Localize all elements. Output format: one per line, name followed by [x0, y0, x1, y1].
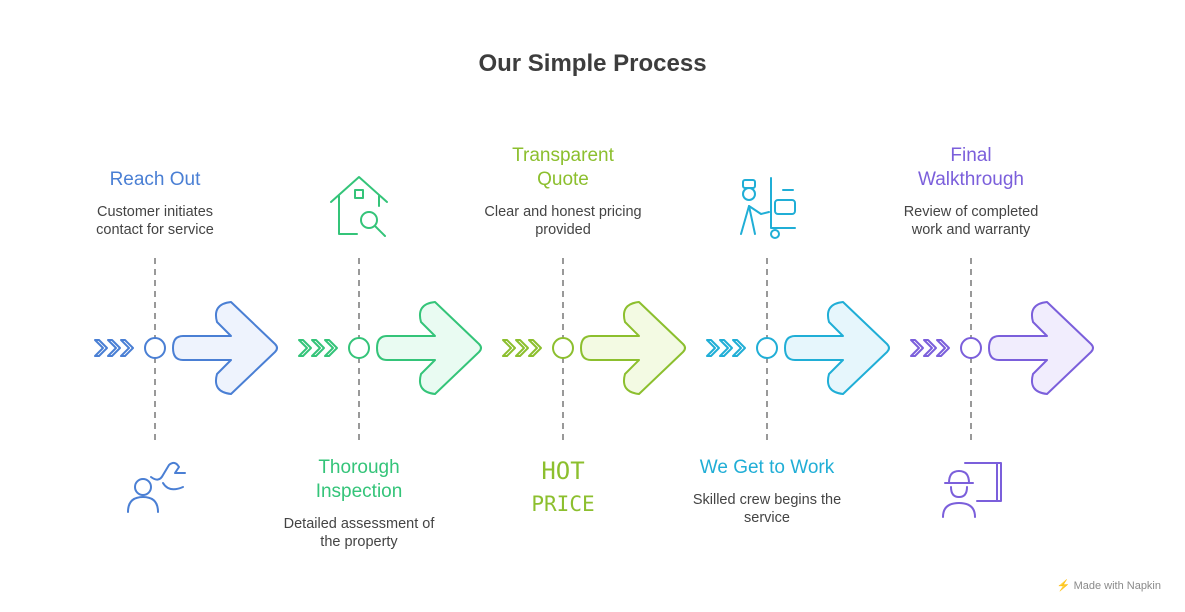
step-title: Thorough Inspection	[315, 457, 403, 502]
chevron-icon	[706, 339, 720, 357]
watermark-text: Made with Napkin	[1073, 580, 1161, 592]
step-description: Skilled crew begins the service	[692, 492, 842, 526]
chevron-icon	[94, 339, 108, 357]
chevron-icon	[923, 339, 937, 357]
chevron-icon	[910, 339, 924, 357]
arrow-icon	[172, 301, 278, 395]
chevron-icon	[311, 339, 325, 357]
arrow-icon	[580, 301, 686, 395]
hot-price-icon: HOT PRICE	[531, 457, 594, 516]
hot-text: HOT	[541, 457, 584, 485]
arrow-icon	[784, 301, 890, 395]
process-step	[502, 258, 686, 443]
arrow-icon	[376, 301, 482, 395]
chevron-icon	[936, 339, 950, 357]
step-node	[552, 337, 574, 359]
chevron-icon	[719, 339, 733, 357]
chevron-icon	[515, 339, 529, 357]
chevron-icon	[324, 339, 338, 357]
chevron-icon	[528, 339, 542, 357]
chevron-icon	[502, 339, 516, 357]
step-title: Transparent Quote	[512, 145, 614, 190]
price-text: PRICE	[531, 492, 594, 516]
step-node	[756, 337, 778, 359]
person-waving-icon	[127, 461, 186, 513]
step-description: Clear and honest pricing provided	[484, 204, 642, 238]
chevron-icon	[298, 339, 312, 357]
worker-cart-icon	[740, 177, 796, 239]
process-step	[298, 258, 482, 443]
step-title: We Get to Work	[699, 457, 835, 478]
chevron-icon	[732, 339, 746, 357]
arrow-icon	[988, 301, 1094, 395]
step-title: Final Walkthrough	[918, 145, 1024, 190]
napkin-logo-icon: ⚡	[1056, 580, 1071, 592]
house-magnifier-icon	[330, 176, 388, 237]
step-node	[960, 337, 982, 359]
engineer-blueprint-icon	[942, 462, 1002, 518]
step-node	[144, 337, 166, 359]
step-title: Reach Out	[109, 169, 201, 190]
step-description: Review of completed work and warranty	[903, 204, 1039, 238]
process-step	[706, 258, 890, 443]
chevron-icon	[120, 339, 134, 357]
process-step	[94, 258, 278, 443]
step-description: Detailed assessment of the property	[283, 516, 435, 550]
step-description: Customer initiates contact for service	[96, 204, 214, 238]
step-node	[348, 337, 370, 359]
page-title: Our Simple Process	[478, 50, 707, 77]
watermark: ⚡ Made with Napkin	[1057, 579, 1161, 592]
process-step	[910, 258, 1094, 443]
chevron-icon	[107, 339, 121, 357]
